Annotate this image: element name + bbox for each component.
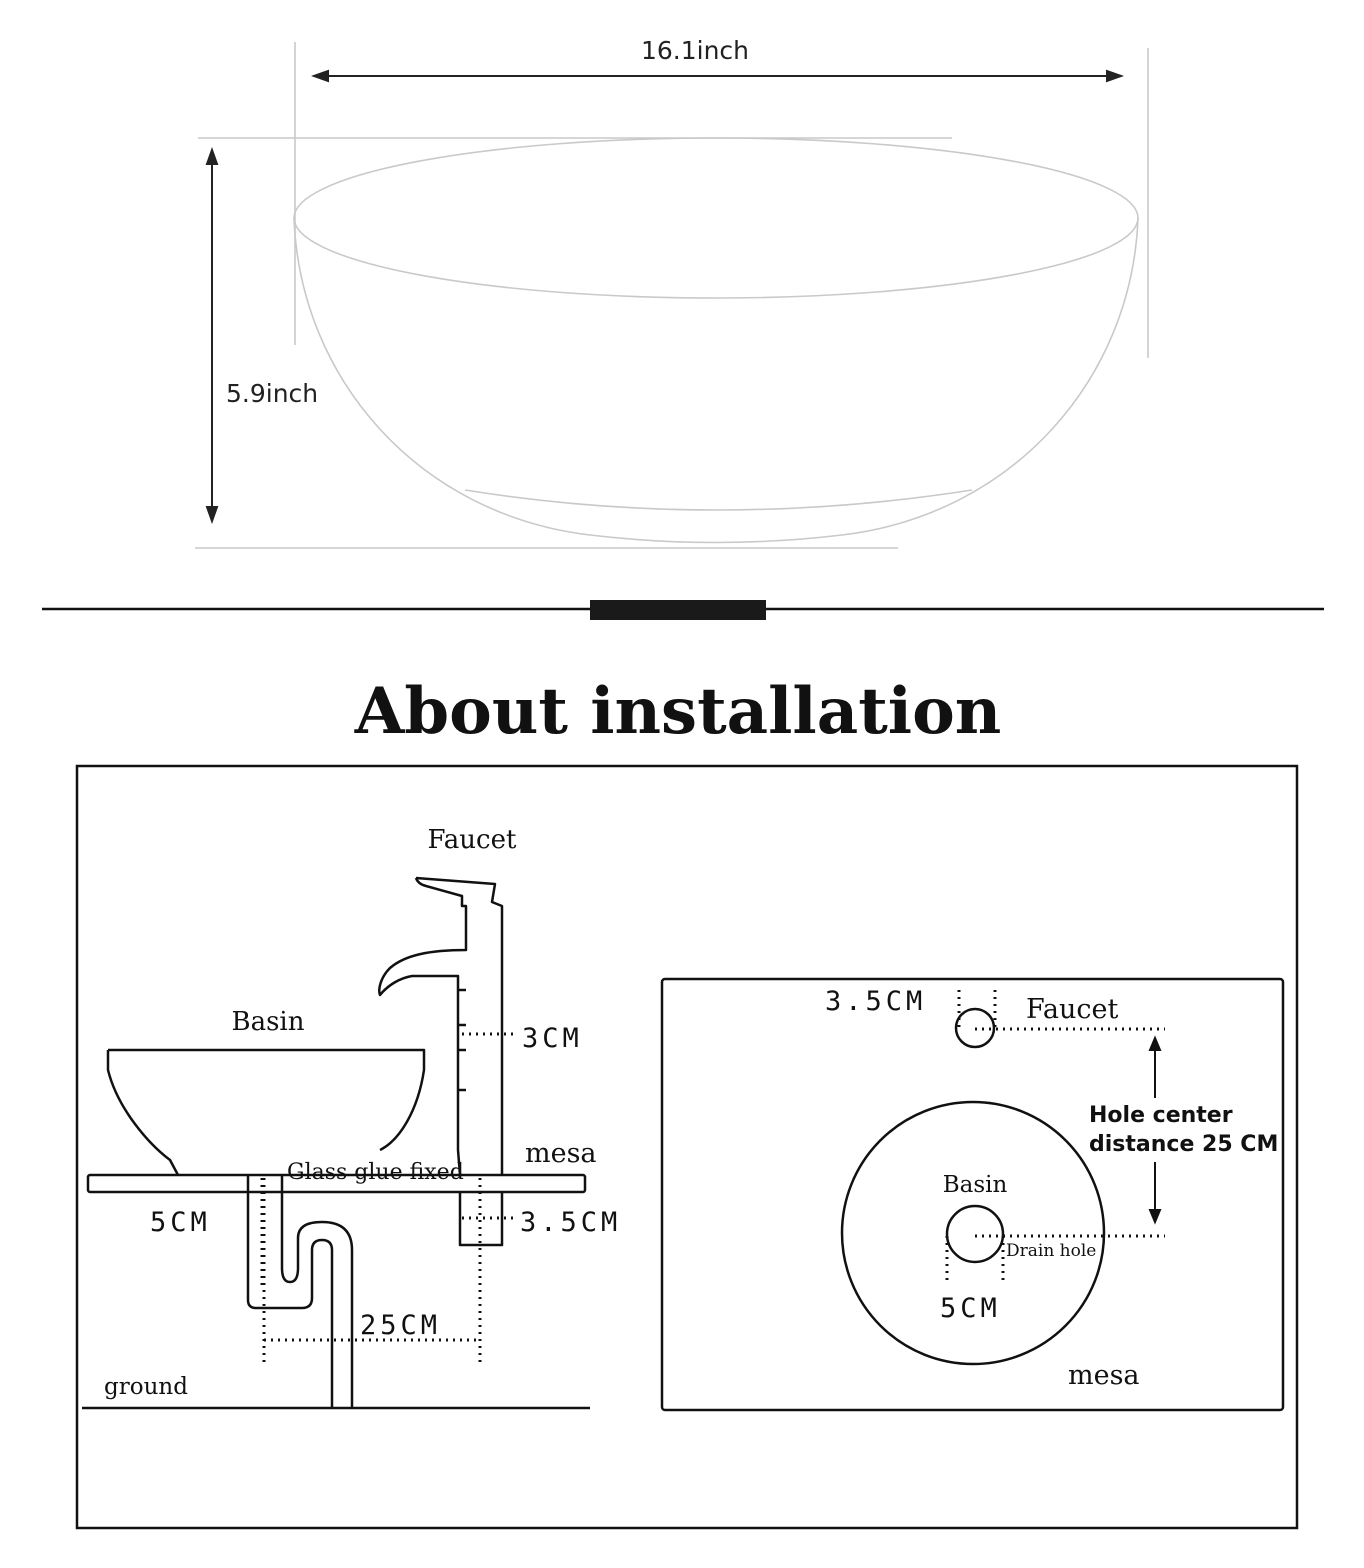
bowl-rim xyxy=(293,137,1139,299)
side-view-guides xyxy=(260,1032,518,1365)
side-basin xyxy=(106,1048,426,1176)
side-glue-label: Glass glue fixed xyxy=(287,1160,464,1185)
hole-center-label-line1: Hole center xyxy=(1089,1103,1233,1128)
top-drain-hole xyxy=(945,1204,1005,1264)
installation-frame xyxy=(75,764,1299,1530)
drain-hole-label: Drain hole xyxy=(1006,1241,1096,1261)
width-dimension xyxy=(311,69,1124,83)
side-view xyxy=(82,876,590,1410)
top-view-guides xyxy=(945,990,1165,1285)
top-mesa-outline xyxy=(660,977,1285,1412)
bowl-body xyxy=(293,217,1139,544)
side-drain-diameter-label: 5CM xyxy=(150,1207,211,1238)
top-faucet-label: Faucet xyxy=(1026,994,1118,1025)
side-hole-distance-label: 25CM xyxy=(360,1310,441,1341)
side-basin-label: Basin xyxy=(231,1007,304,1037)
top-basin-outline xyxy=(840,1100,1106,1366)
side-faucet-label: Faucet xyxy=(428,825,517,855)
side-drain-trap xyxy=(246,1175,354,1408)
side-ground-label: ground xyxy=(104,1374,188,1400)
hole-center-label-line2: distance 25 CM xyxy=(1089,1132,1278,1157)
side-faucet xyxy=(378,876,504,1247)
height-label: 5.9inch xyxy=(226,379,318,408)
side-faucet-height-label: 3CM xyxy=(522,1023,583,1054)
height-dimension xyxy=(205,147,219,524)
side-mesa xyxy=(86,1173,587,1194)
top-drain-diameter-label: 5CM xyxy=(940,1293,1001,1324)
top-basin-label: Basin xyxy=(943,1172,1008,1198)
side-mesa-label: mesa xyxy=(525,1138,597,1169)
width-label: 16.1inch xyxy=(641,36,749,65)
top-faucet-hole xyxy=(954,1007,996,1049)
bowl-dimension-drawing xyxy=(195,42,1149,549)
page-title: About installation xyxy=(354,674,1002,749)
top-faucet-diameter-label: 3.5CM xyxy=(825,986,926,1017)
hole-center-arrow xyxy=(1148,1035,1162,1225)
top-mesa-label: mesa xyxy=(1068,1360,1140,1391)
divider-bar xyxy=(590,600,766,620)
side-faucet-diameter-label: 3.5CM xyxy=(520,1207,621,1238)
top-view xyxy=(660,977,1285,1412)
bowl-foot xyxy=(464,489,973,511)
section-divider xyxy=(42,600,1324,620)
